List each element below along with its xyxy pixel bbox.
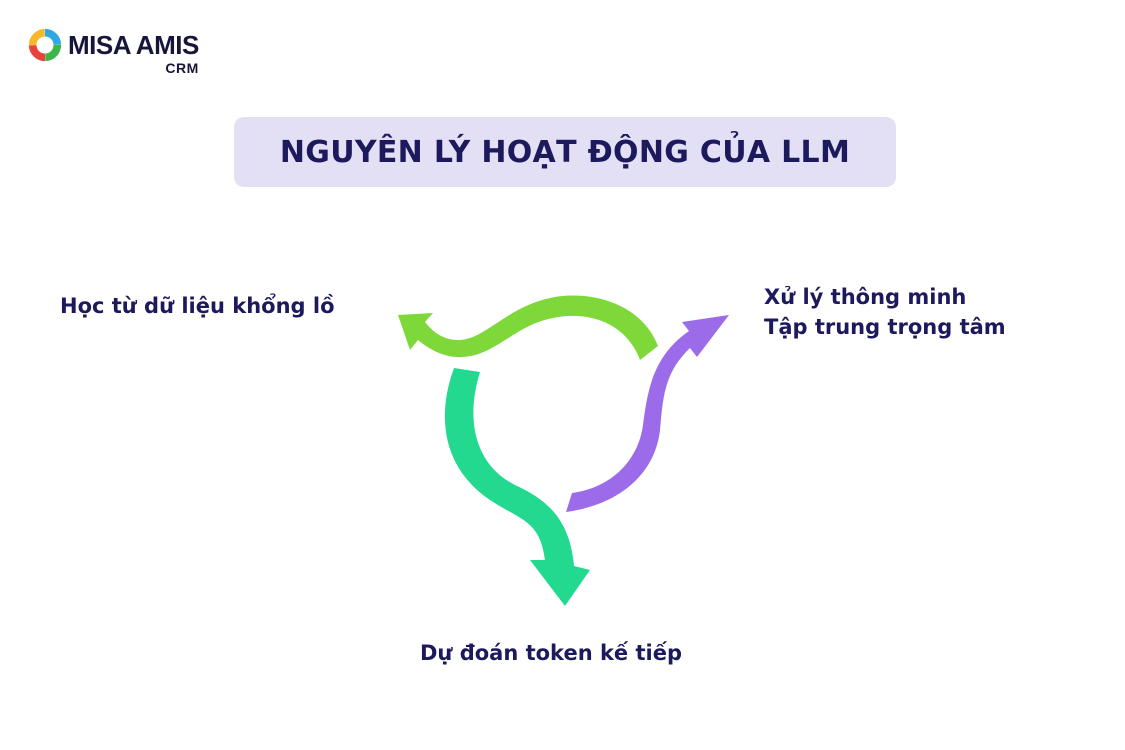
step-label-learn: Học từ dữ liệu khổng lồ	[60, 294, 335, 318]
page-title: NGUYÊN LÝ HOẠT ĐỘNG CỦA LLM	[279, 134, 851, 170]
arrow-predict	[444, 368, 590, 606]
step-label-process: Xử lý thông minh Tập trung trọng tâm	[764, 282, 1006, 342]
brand-name: MISA AMIS	[68, 30, 199, 60]
brand-subtitle: CRM	[165, 60, 199, 76]
step-label-process-line-1: Xử lý thông minh	[764, 285, 967, 309]
arrow-process	[566, 315, 729, 512]
step-label-predict: Dự đoán token kế tiếp	[420, 641, 682, 665]
step-label-process-line-2: Tập trung trọng tâm	[764, 315, 1006, 339]
arrow-learn	[398, 295, 658, 360]
misa-logo-icon	[28, 28, 62, 62]
logo: MISA AMIS CRM	[26, 24, 199, 75]
title-banner: NGUYÊN LÝ HOẠT ĐỘNG CỦA LLM	[234, 117, 896, 187]
